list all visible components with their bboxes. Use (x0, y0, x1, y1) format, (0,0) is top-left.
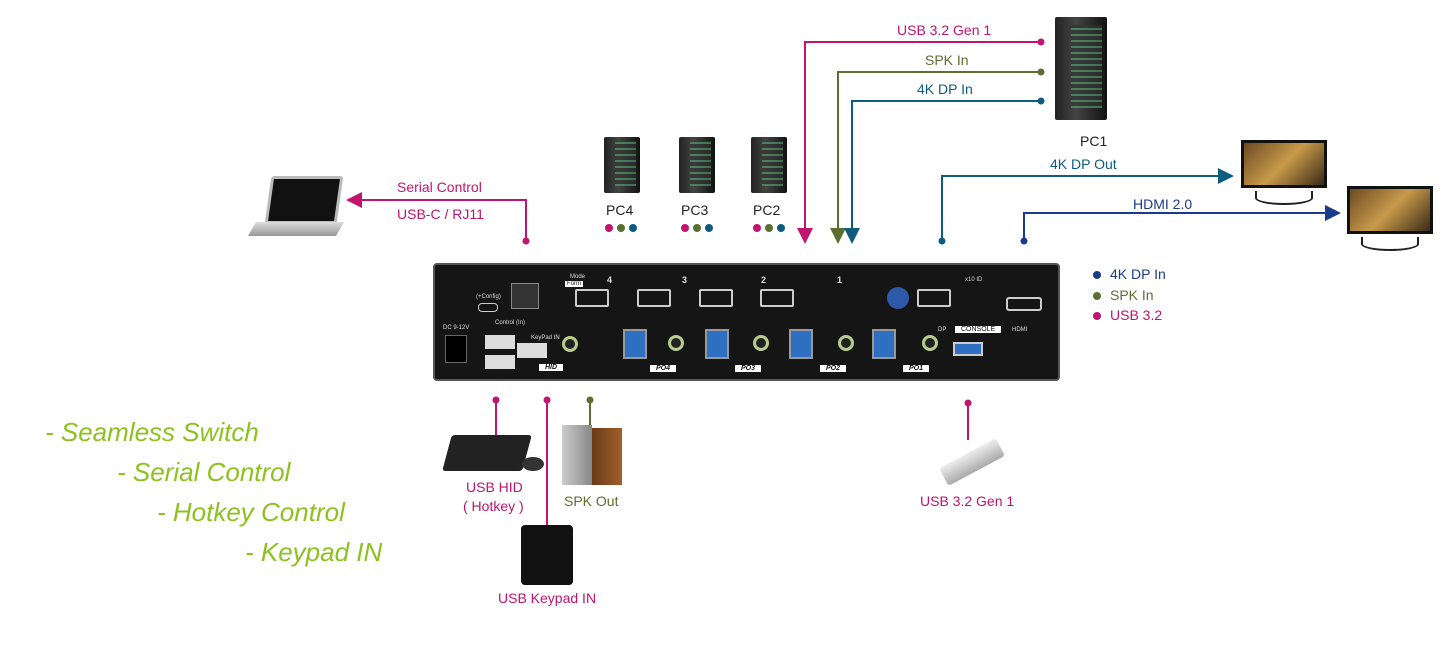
speaker-out-jack (562, 336, 578, 352)
serial-control-label: Serial Control (397, 179, 482, 195)
usb-keypad-label: USB Keypad IN (498, 590, 597, 606)
laptop-base (247, 222, 345, 236)
usb-b-port (872, 329, 896, 359)
port-label-po2: PO2 (820, 365, 847, 372)
speaker-in-jack (922, 335, 938, 351)
id-label: x10 ID (965, 277, 983, 283)
id-dial[interactable] (887, 287, 909, 309)
pc1-usb-label: USB 3.2 Gen 1 (897, 22, 992, 38)
feature-hotkey-control: - Hotkey Control (157, 497, 345, 527)
feature-keypad-in: - Keypad IN (245, 537, 383, 567)
pc1-spk-line (830, 71, 1041, 244)
keyboard-icon (442, 435, 532, 471)
spk-out-label: SPK Out (564, 493, 619, 509)
port-number: 3 (682, 275, 688, 285)
console-usb-port (953, 342, 983, 356)
pc2-tower-icon (751, 137, 787, 193)
speaker-in-jack (753, 335, 769, 351)
speaker-icon (562, 425, 592, 485)
port-number: 2 (761, 275, 767, 285)
port-label-po1: PO1 (903, 365, 930, 372)
dp-out-line (941, 168, 1234, 241)
dp-label: DP (938, 327, 947, 333)
dc-power-jack (445, 335, 467, 363)
usb-hid-label: USB HID (466, 479, 523, 495)
usb-b-port (623, 329, 647, 359)
dp-in-port-3 (637, 289, 671, 307)
pc3-label: PC3 (681, 202, 709, 218)
pc1-usb-line (797, 41, 1041, 244)
pc2-label: PC2 (753, 202, 781, 218)
legend-dp: 4K DP In (1110, 266, 1166, 282)
hdmi-out-port (1006, 297, 1042, 311)
speaker-in-jack (838, 335, 854, 351)
control-label: Control (In) (495, 320, 526, 326)
form-label: Form (565, 281, 583, 287)
pc1-tower-icon (1055, 17, 1107, 120)
pc1-dp-line (844, 100, 1041, 244)
usb-a-port (485, 355, 515, 369)
serial-line (346, 192, 527, 241)
usb-drive-label: USB 3.2 Gen 1 (920, 493, 1015, 509)
monitor-stand (1361, 237, 1419, 251)
dp-out-port (917, 289, 951, 307)
hdmi-panel-label: HDMI (1012, 327, 1028, 333)
usb-c-port (478, 303, 498, 312)
monitor-icon (1241, 140, 1327, 188)
console-label: CONSOLE (955, 326, 1002, 333)
usb-b-port (705, 329, 729, 359)
pc1-spk-label: SPK In (925, 52, 969, 68)
rj11-port (511, 283, 539, 309)
dc-label: DC 9-12V (443, 325, 470, 331)
usb-b-port (789, 329, 813, 359)
pc1-label: PC1 (1080, 133, 1108, 149)
config-label: (+Config) (476, 294, 501, 300)
monitor-stand (1255, 191, 1313, 205)
mouse-icon (522, 457, 544, 471)
speaker-in-jack (668, 335, 684, 351)
mode-label: Mode (570, 274, 586, 280)
monitor-icon (1347, 186, 1433, 234)
hdmi-label: HDMI 2.0 (1133, 196, 1193, 212)
keypad-in-label: KeyPad IN (531, 335, 560, 341)
keypad-usb-port (517, 343, 547, 358)
keypad-icon (521, 525, 573, 585)
hotkey-label: ( Hotkey ) (463, 498, 524, 514)
feature-seamless-switch: - Seamless Switch (45, 417, 259, 447)
feature-serial-control: - Serial Control (117, 457, 291, 487)
legend-spk: SPK In (1110, 287, 1154, 303)
legend-usb: USB 3.2 (1110, 307, 1163, 323)
hdmi-line (1023, 205, 1341, 241)
port-label-po4: PO4 (650, 365, 677, 372)
pc1-dp-label: 4K DP In (917, 81, 973, 97)
port-number: 1 (837, 275, 843, 285)
dp-in-port-4 (575, 289, 609, 307)
port-number: 4 (607, 275, 613, 285)
usbc-rj11-label: USB-C / RJ11 (397, 206, 484, 222)
pc4-label: PC4 (606, 202, 634, 218)
laptop-icon (264, 176, 344, 224)
dp-in-port-2 (699, 289, 733, 307)
pc3-tower-icon (679, 137, 715, 193)
dp-in-port-1 (760, 289, 794, 307)
dp-out-label: 4K DP Out (1050, 156, 1117, 172)
kvm-switch-rear-panel: DC 9-12V (+Config) Control (In) KeyPad I… (433, 263, 1060, 381)
port-label-po3: PO3 (735, 365, 762, 372)
usb-a-port (485, 335, 515, 349)
pc4-tower-icon (604, 137, 640, 193)
speaker-icon (592, 428, 622, 485)
hid-label: HID (539, 364, 564, 371)
